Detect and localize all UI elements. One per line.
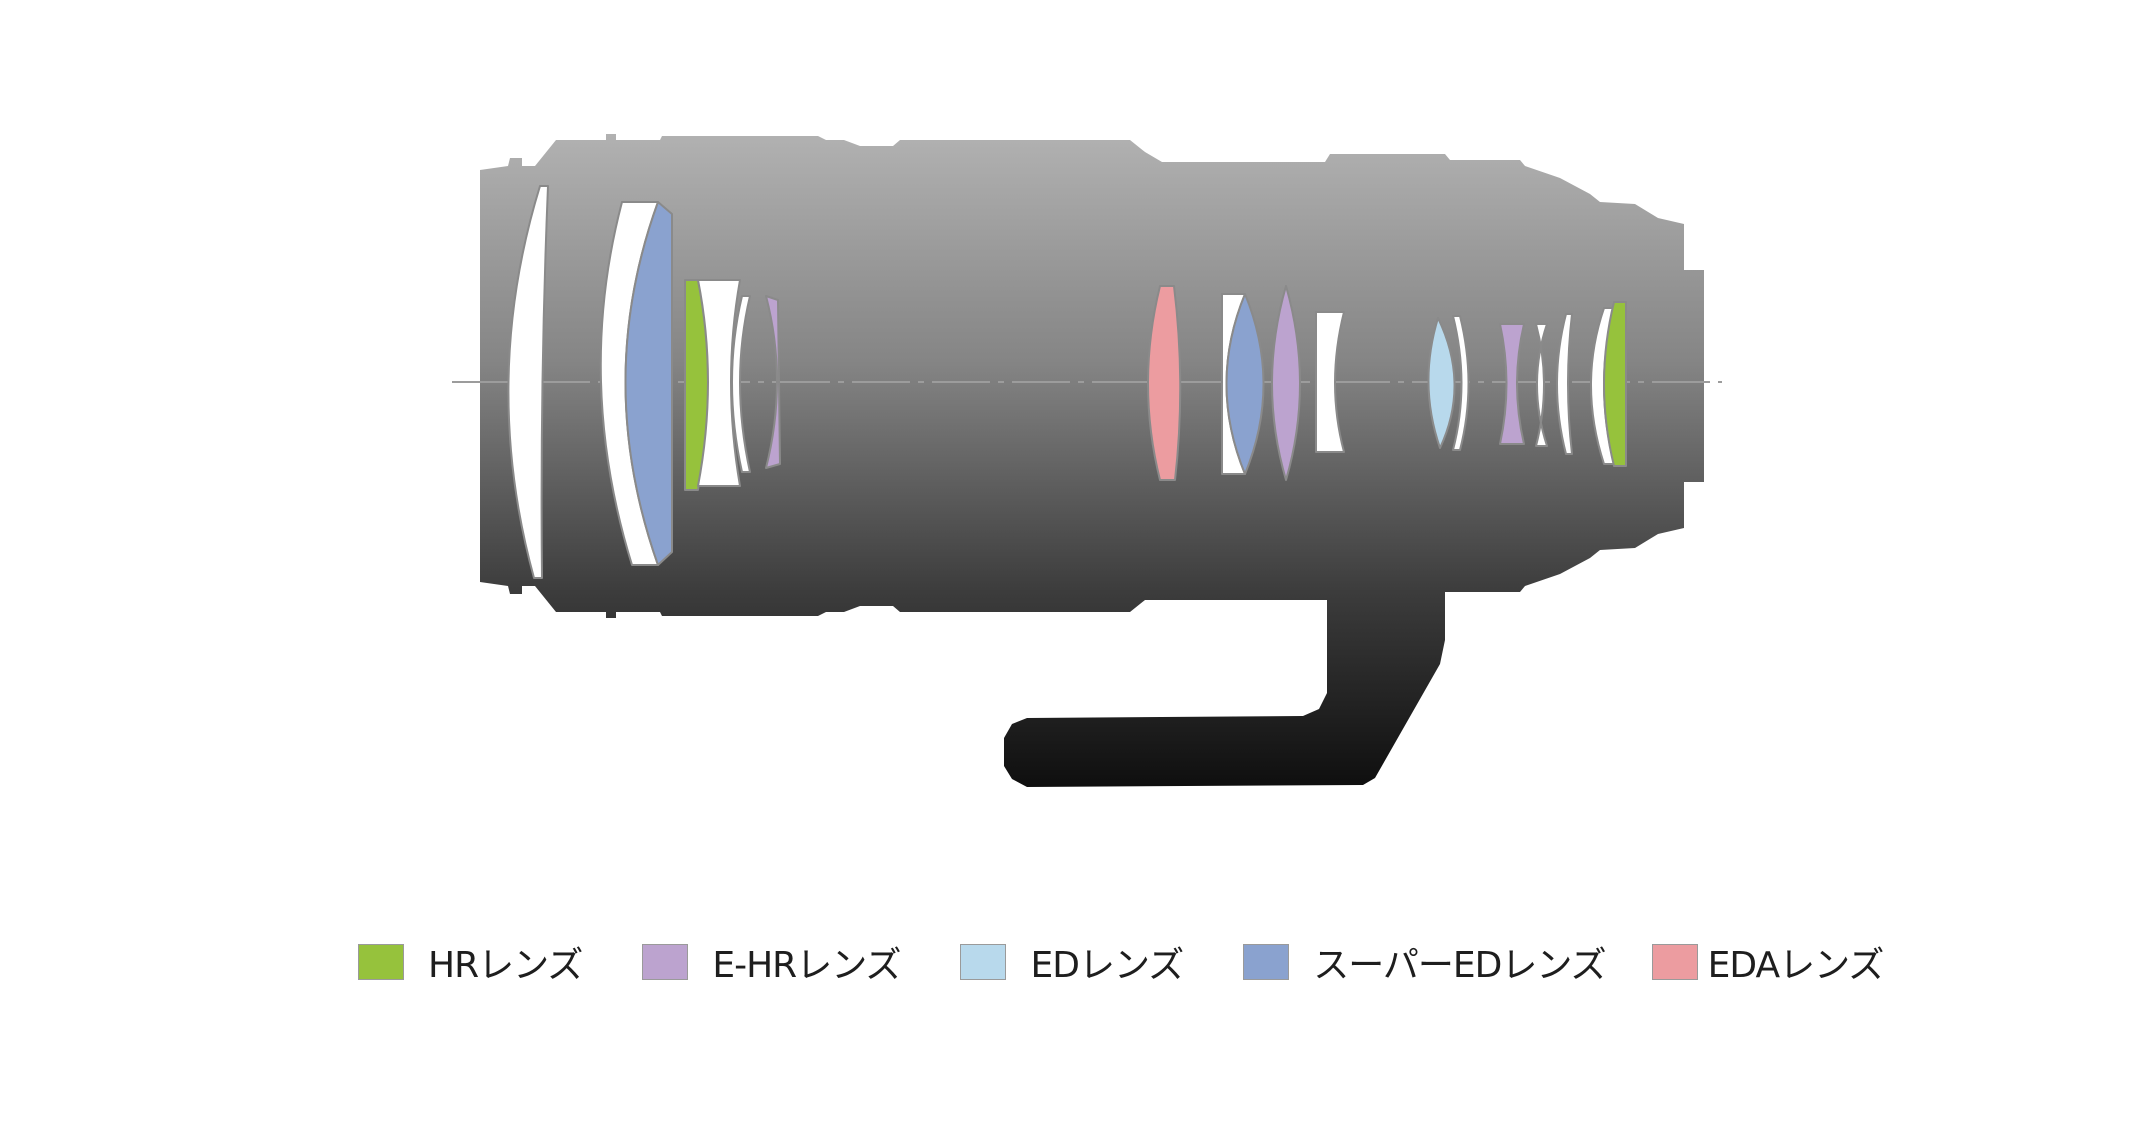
legend-item-hr: HRレンズ [358,932,583,992]
lens-type-legend: HRレンズ E-HRレンズ EDレンズ スーパーEDレンズ EDAレンズ [358,932,1885,992]
legend-item-super-ed: スーパーEDレンズ [1243,932,1607,992]
lens-element-white [1315,311,1345,453]
legend-swatch-ed [960,944,1007,980]
lens-element-white [1452,315,1470,451]
legend-swatch-e-hr [642,944,689,980]
lens-element-white [731,295,751,473]
legend-item-eda: EDAレンズ [1651,932,1885,992]
legend-label-hr: HRレンズ [428,945,583,986]
legend-label-e-hr: E-HRレンズ [712,945,901,986]
lens-element-ed [1427,317,1456,449]
legend-label-ed: EDレンズ [1030,945,1184,986]
lens-element-white [507,185,549,579]
lens-element-eda [1147,285,1182,481]
lens-element-super-ed [624,201,673,566]
legend-item-e-hr: E-HRレンズ [642,932,901,992]
legend-swatch-eda [1651,944,1698,980]
lens-barrel [480,134,1704,787]
lens-element-hr [1603,301,1627,467]
lens-element-e-hr [1271,285,1301,481]
legend-label-eda: EDAレンズ [1707,945,1885,986]
legend-swatch-super-ed [1243,944,1290,980]
legend-label-super-ed: スーパーEDレンズ [1313,945,1606,986]
lens-element-white [697,279,741,487]
lens-element-white [1556,313,1573,455]
lens-element-e-hr [1499,323,1525,445]
lens-element-super-ed [1225,293,1265,475]
legend-swatch-hr [358,944,404,980]
lens-element-white [1535,323,1548,447]
legend-item-ed: EDレンズ [960,932,1184,992]
lens-element-e-hr [765,295,781,469]
